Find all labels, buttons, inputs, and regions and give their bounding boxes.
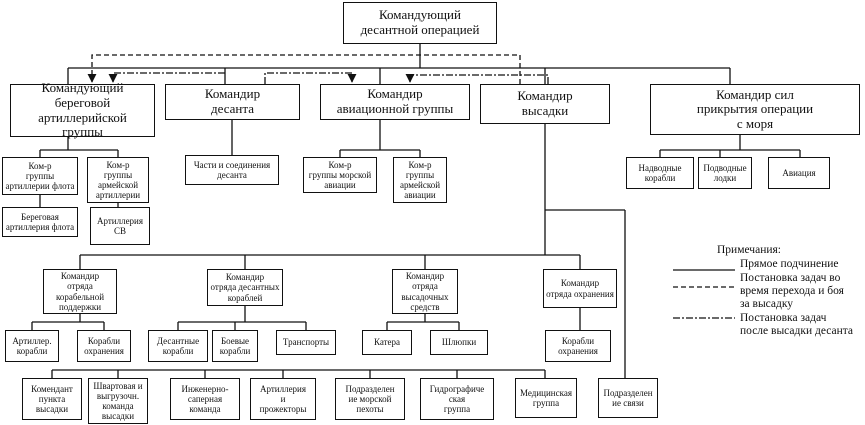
landing-operation-commander: Командующий десантной операцией [343,2,497,44]
naval-aviation-group-commander: Ком-р группы морской авиации [303,157,377,193]
landing-craft-detachment-commander: Командир отряда высадочных средств [392,269,458,314]
escort-ships: Корабли охранения [77,330,131,362]
security-detachment-commander: Командир отряда охранения [543,269,617,308]
beach-commandant: Комендант пункта высадки [22,378,82,420]
cover-aviation: Авиация [768,157,830,189]
army-aviation-group-commander: Ком-р группы армейской авиации [393,157,447,203]
combat-ships: Боевые корабли [212,330,258,362]
disembarkation-commander: Командир высадки [480,84,610,124]
artillery-ships: Артиллер. корабли [5,330,59,362]
fire-support-detachment-commander: Командир отряда корабельной поддержки [43,269,117,314]
engineer-team: Инженерно- саперная команда [170,378,240,420]
legend-direct-subordination: Прямое подчинение [740,258,839,270]
medical-group: Медицинская группа [515,378,577,418]
legend-after-landing-tasking: Постановка задач после высадки десанта [740,312,854,338]
army-artillery-group-commander: Ком-р группы армейской артиллерии [87,157,149,203]
landing-force-commander: Командир десанта [165,84,300,120]
hydrographic-group: Гидрографиче ская группа [420,378,494,420]
coastal-artillery-commander: Командующий береговой артиллерийской гру… [10,81,155,139]
marine-unit: Подразделен ие морской пехоты [335,378,405,420]
security-escort-ships: Корабли охранения [545,330,611,362]
boats: Катера [362,330,412,355]
signals-unit: Подразделен ие связи [598,378,658,418]
landing-ships: Десантные корабли [148,330,208,362]
aviation-group-commander: Командир авиационной группы [320,84,470,120]
submarines: Подводные лодки [698,157,752,189]
mooring-unloading-team: Швартовая и выгрузочн. команда высадки [88,378,148,424]
coastal-fleet-artillery: Береговая артиллерия флота [2,207,78,237]
legend-title: Примечания: [717,244,781,256]
sea-cover-commander: Командир сил прикрытия операции с моря [650,84,860,135]
landing-units: Части и соединения десанта [185,155,279,185]
legend-transit-tasking: Постановка задач во время перехода и боя… [740,272,844,311]
transports: Транспорты [276,330,336,355]
surface-ships: Надводные корабли [626,157,694,189]
landing-ships-detachment-commander: Командир отряда десантных кораблей [207,269,283,306]
fleet-artillery-group-commander: Ком-р группы артиллерии флота [2,157,78,195]
launches: Шлюпки [430,330,488,355]
artillery-searchlights: Артиллерия и прожекторы [250,378,316,420]
ground-forces-artillery: Артиллерия СВ [90,207,150,245]
